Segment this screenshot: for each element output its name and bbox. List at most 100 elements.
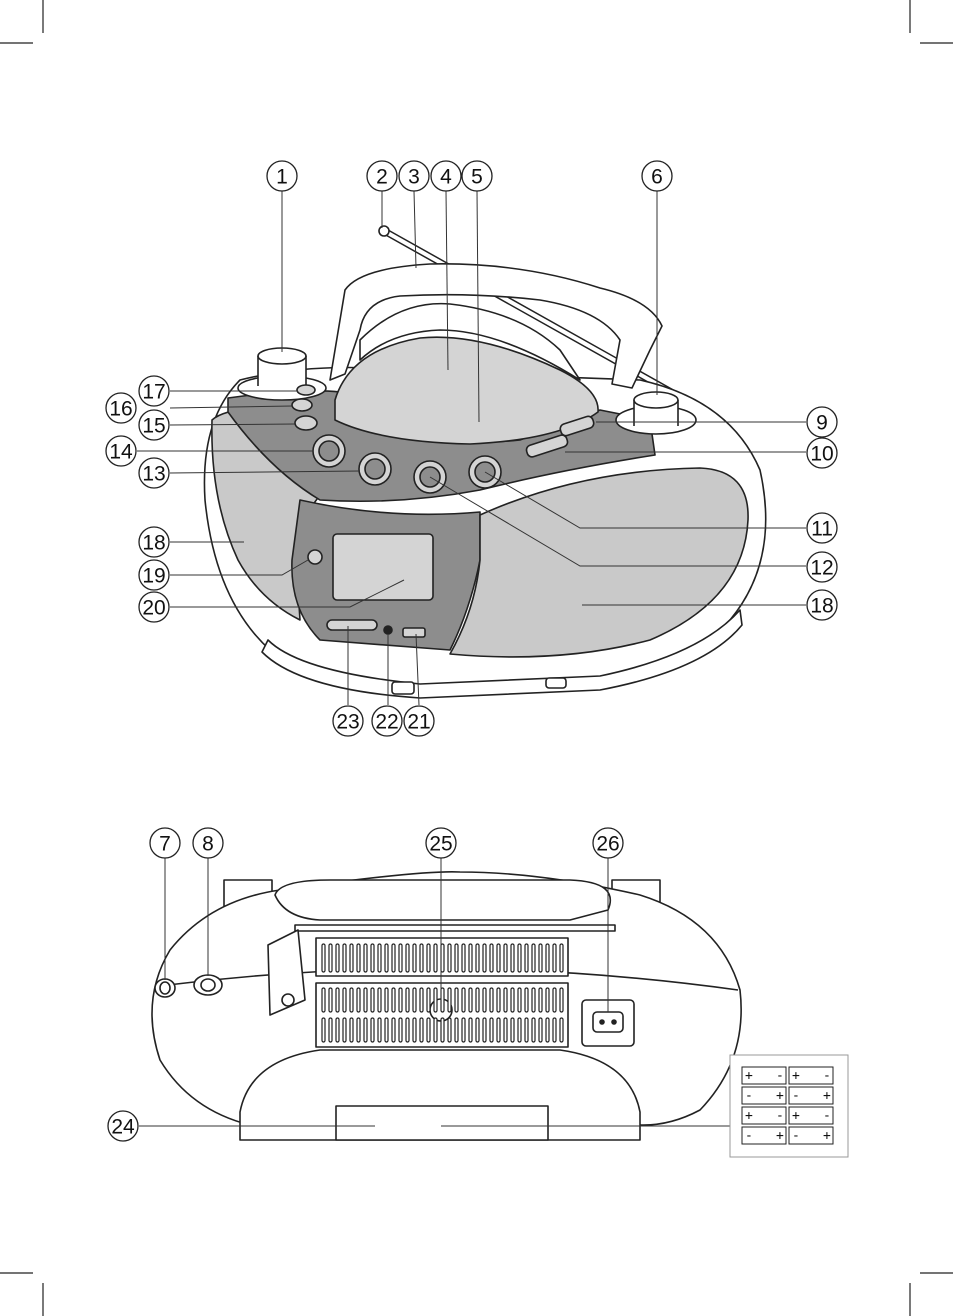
callout-14: 14 (106, 436, 136, 466)
vent-slot (539, 988, 542, 1012)
vent-slot (490, 1018, 493, 1042)
vent-slot (406, 1018, 409, 1042)
callout-number: 22 (375, 711, 398, 734)
vent-slot (462, 1018, 465, 1042)
callout-number: 14 (109, 441, 133, 464)
vent-slot (413, 1018, 416, 1042)
vent-slot (483, 944, 486, 972)
callout-number: 3 (408, 166, 420, 189)
callout-number: 20 (142, 597, 165, 620)
vent-slot (546, 988, 549, 1012)
vent-slot (329, 988, 332, 1012)
vent-slot (518, 1018, 521, 1042)
vent-slot (392, 988, 395, 1012)
vent-slot (329, 944, 332, 972)
callout-number: 21 (407, 711, 430, 734)
vent-slot (343, 1018, 346, 1042)
vent-slot (350, 944, 353, 972)
vent-slot (371, 944, 374, 972)
battery-cell: +- (789, 1107, 833, 1124)
aux-in-jack[interactable] (384, 626, 392, 634)
button-15[interactable] (295, 416, 317, 430)
callout-number: 18 (810, 595, 833, 618)
battery-terminal-right: - (776, 1069, 784, 1084)
vent-slot (392, 1018, 395, 1042)
vent-slot (476, 1018, 479, 1042)
vent-slot (518, 944, 521, 972)
battery-terminal-right: + (776, 1089, 784, 1104)
vent-slot (511, 988, 514, 1012)
battery-cell: -+ (742, 1087, 786, 1104)
callout-11: 11 (807, 513, 837, 543)
button-14[interactable] (313, 435, 345, 467)
vent-slot (420, 1018, 423, 1042)
card-slot[interactable] (327, 620, 377, 630)
vent-slot (490, 944, 493, 972)
callout-number: 11 (811, 518, 833, 541)
callout-22: 22 (372, 706, 402, 736)
vent-slot (413, 988, 416, 1012)
callout-number: 15 (142, 415, 165, 438)
vent-slot (469, 1018, 472, 1042)
button-17[interactable] (297, 385, 315, 395)
vent-slot (434, 944, 437, 972)
button-16[interactable] (292, 399, 312, 411)
callout-19: 19 (139, 560, 169, 590)
jack-8[interactable] (194, 975, 222, 995)
jack-7[interactable] (155, 979, 175, 997)
vent-slot (364, 988, 367, 1012)
battery-terminal-right: - (823, 1069, 831, 1084)
callout-10: 10 (807, 438, 837, 468)
callout-number: 7 (159, 833, 171, 856)
vent-slot (532, 1018, 535, 1042)
callout-7: 7 (150, 828, 180, 858)
callout-12: 12 (807, 552, 837, 582)
button-13[interactable] (359, 453, 391, 485)
vent-slot (399, 944, 402, 972)
vent-slot (497, 944, 500, 972)
vent-slot (350, 988, 353, 1012)
vent-slot (434, 988, 437, 1012)
vent-slot (497, 988, 500, 1012)
callout-25: 25 (426, 828, 456, 858)
vent-slot (497, 1018, 500, 1042)
callout-number: 1 (276, 166, 288, 189)
callout-number: 16 (109, 398, 132, 421)
callout-number: 26 (596, 833, 619, 856)
vent-slot (392, 944, 395, 972)
callout-2: 2 (367, 161, 397, 191)
vent-slot (336, 944, 339, 972)
battery-door[interactable] (336, 1106, 548, 1140)
vent-slot (539, 944, 542, 972)
vent-slot (560, 988, 563, 1012)
vent-slot (406, 944, 409, 972)
vent-slot (413, 944, 416, 972)
vent-slots (322, 944, 563, 1042)
callout-18b: 18 (807, 590, 837, 620)
vent-slot (560, 1018, 563, 1042)
callout-number: 23 (336, 711, 359, 734)
front-view (204, 226, 765, 698)
vent-slot (322, 1018, 325, 1042)
battery-cell: -+ (742, 1127, 786, 1144)
vent-slot (476, 988, 479, 1012)
vent-slot (322, 944, 325, 972)
vent-slot (539, 1018, 542, 1042)
usb-port[interactable] (403, 628, 425, 637)
callout-13: 13 (139, 458, 169, 488)
vent-slot (469, 944, 472, 972)
callout-9: 9 (807, 407, 837, 437)
callout-16: 16 (106, 393, 136, 423)
battery-cell: +- (789, 1067, 833, 1084)
callout-number: 6 (651, 166, 663, 189)
vent-slot (504, 1018, 507, 1042)
vent-slot (560, 944, 563, 972)
vent-slot (329, 1018, 332, 1042)
vent-slot (357, 944, 360, 972)
battery-terminal-left: + (792, 1109, 800, 1124)
vent-slot (525, 1018, 528, 1042)
battery-terminal-right: - (823, 1109, 831, 1124)
callout-number: 25 (429, 833, 452, 856)
callout-number: 2 (376, 166, 388, 189)
